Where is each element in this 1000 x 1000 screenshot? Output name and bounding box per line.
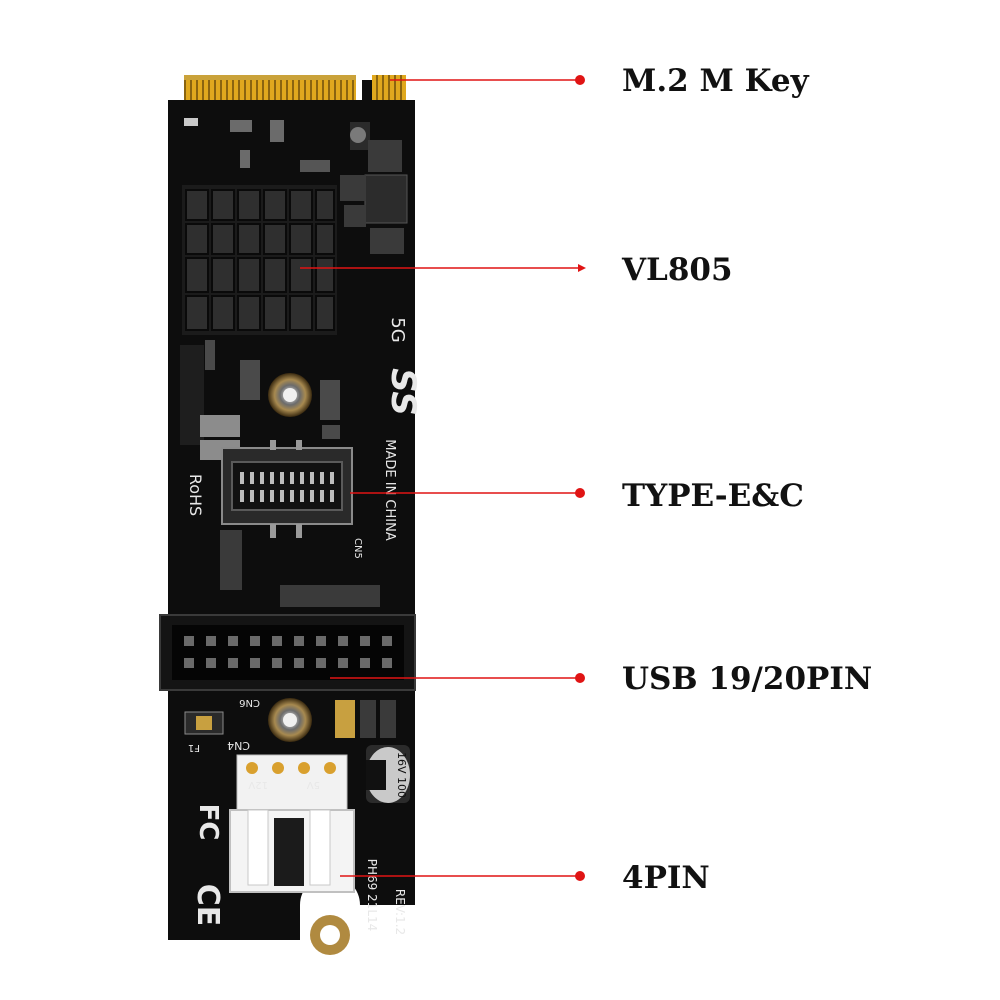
cn4-label: CN4 [227, 739, 250, 752]
callout-label-vl805: VL805 [622, 252, 733, 288]
rohs-text: RoHS [186, 474, 205, 516]
electrolytic-capacitor: 16V 100 [366, 745, 410, 803]
fc-mark: FC [193, 804, 223, 841]
smd-components-top [184, 118, 408, 254]
made-in-china-text: MADE IN CHINA [382, 439, 397, 541]
cn6-label: CN6 [239, 697, 260, 708]
superspeed-5g-text: 5G [387, 317, 408, 342]
4pin-power-connector: 12V 5V [229, 754, 355, 893]
superspeed-logo-text: SS [383, 368, 423, 416]
pin-12v-label: 12V [248, 779, 268, 790]
callout-label-m2-m-key: M.2 M Key [622, 63, 809, 99]
fc-mark-text: FC [193, 804, 223, 841]
screw-hole-lower [268, 698, 312, 742]
cn5-label: CN5 [352, 538, 363, 559]
callout-label-usb-19-20pin: USB 19/20PIN [622, 661, 873, 697]
screw-notch-bottom [310, 915, 350, 955]
smd-components-lower: F1 CN4 [184, 700, 396, 753]
pin-5v-label: 5V [307, 779, 320, 790]
smd-components-left [180, 340, 380, 607]
capacitor-rating-text: 16V 100 [395, 752, 408, 798]
model-text: PH69 21L14 [365, 859, 379, 932]
type-e-connector: CN5 [221, 440, 363, 559]
callout-lines [300, 75, 586, 881]
f1-label: F1 [188, 742, 200, 753]
ce-mark-text: CE [190, 884, 225, 927]
vl805-heatsink [182, 185, 337, 335]
callout-label-4pin: 4PIN [622, 860, 710, 896]
ce-mark: CE [190, 884, 225, 927]
superspeed-logo: SS 5G [383, 317, 423, 416]
m2-gold-fingers [184, 75, 406, 100]
screw-hole-upper [268, 373, 312, 417]
callout-label-type-e-c: TYPE-E&C [622, 478, 804, 514]
revision-text: REV:1.2 [393, 889, 407, 935]
